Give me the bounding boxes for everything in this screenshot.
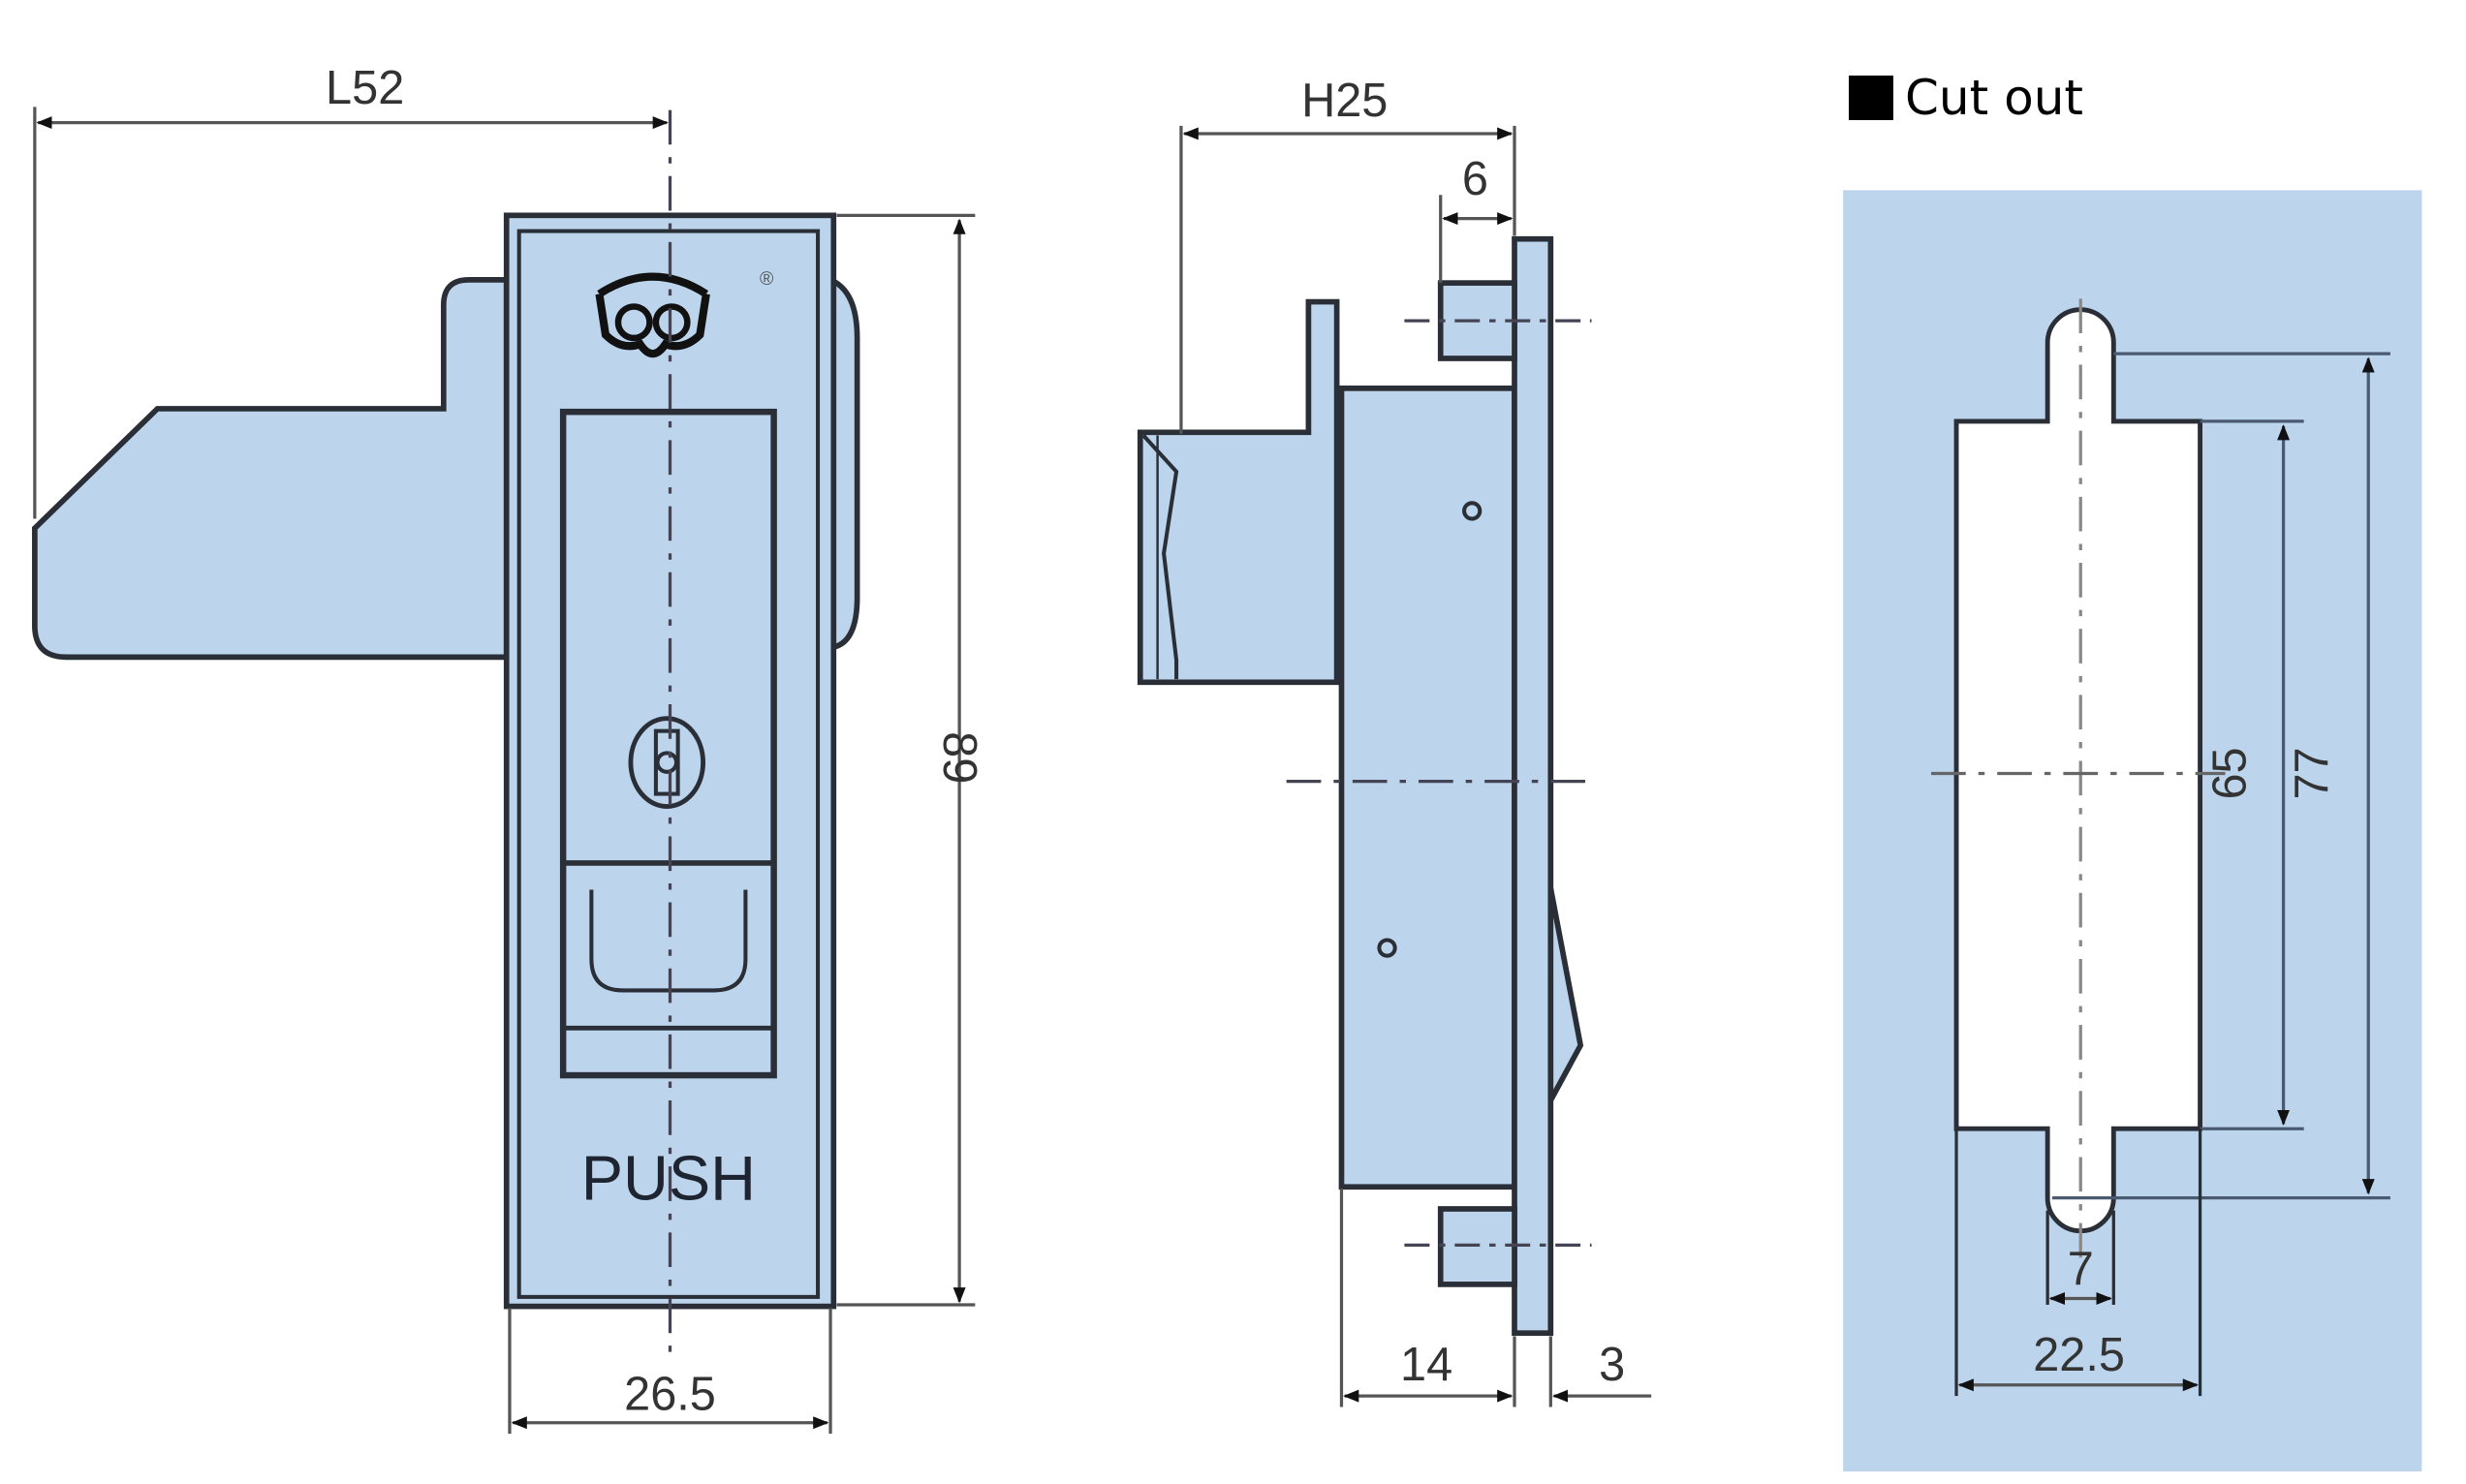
dim-77: 77 [2286,747,2338,799]
dim-7: 7 [2068,1243,2094,1295]
dim-22-5: 22.5 [2033,1329,2125,1381]
mounting-plate [1512,235,1554,1337]
handle-side [1137,298,1340,686]
dim-h25: H25 [1301,75,1388,127]
front-view: ® PUSH L52 89 26.5 [32,62,985,1435]
cutout-title-text: Cut out [1905,70,2083,126]
square-bullet-icon [1849,76,1893,120]
dim-14: 14 [1400,1339,1452,1391]
svg-text:®: ® [760,268,774,290]
dim-l52: L52 [326,62,404,114]
dim-65: 65 [2204,747,2257,799]
side-view: H25 6 14 3 [1137,75,1652,1407]
dim-89: 89 [933,731,985,784]
brand-logo-icon: ® [595,268,774,358]
cutout-shape [1953,307,2203,1234]
dim-6: 6 [1462,153,1488,205]
housing-side-bump [827,275,860,651]
cutout-title: Cut out [1849,70,2083,126]
dim-3: 3 [1599,1339,1625,1391]
keyhole-icon [628,716,706,809]
cutout-view: 77 65 7 22.5 [1843,190,2422,1472]
side-body [1338,386,1517,1190]
dim-26-5: 26.5 [624,1369,716,1421]
latch-cam [1547,887,1584,1102]
handle-lever [32,277,510,661]
